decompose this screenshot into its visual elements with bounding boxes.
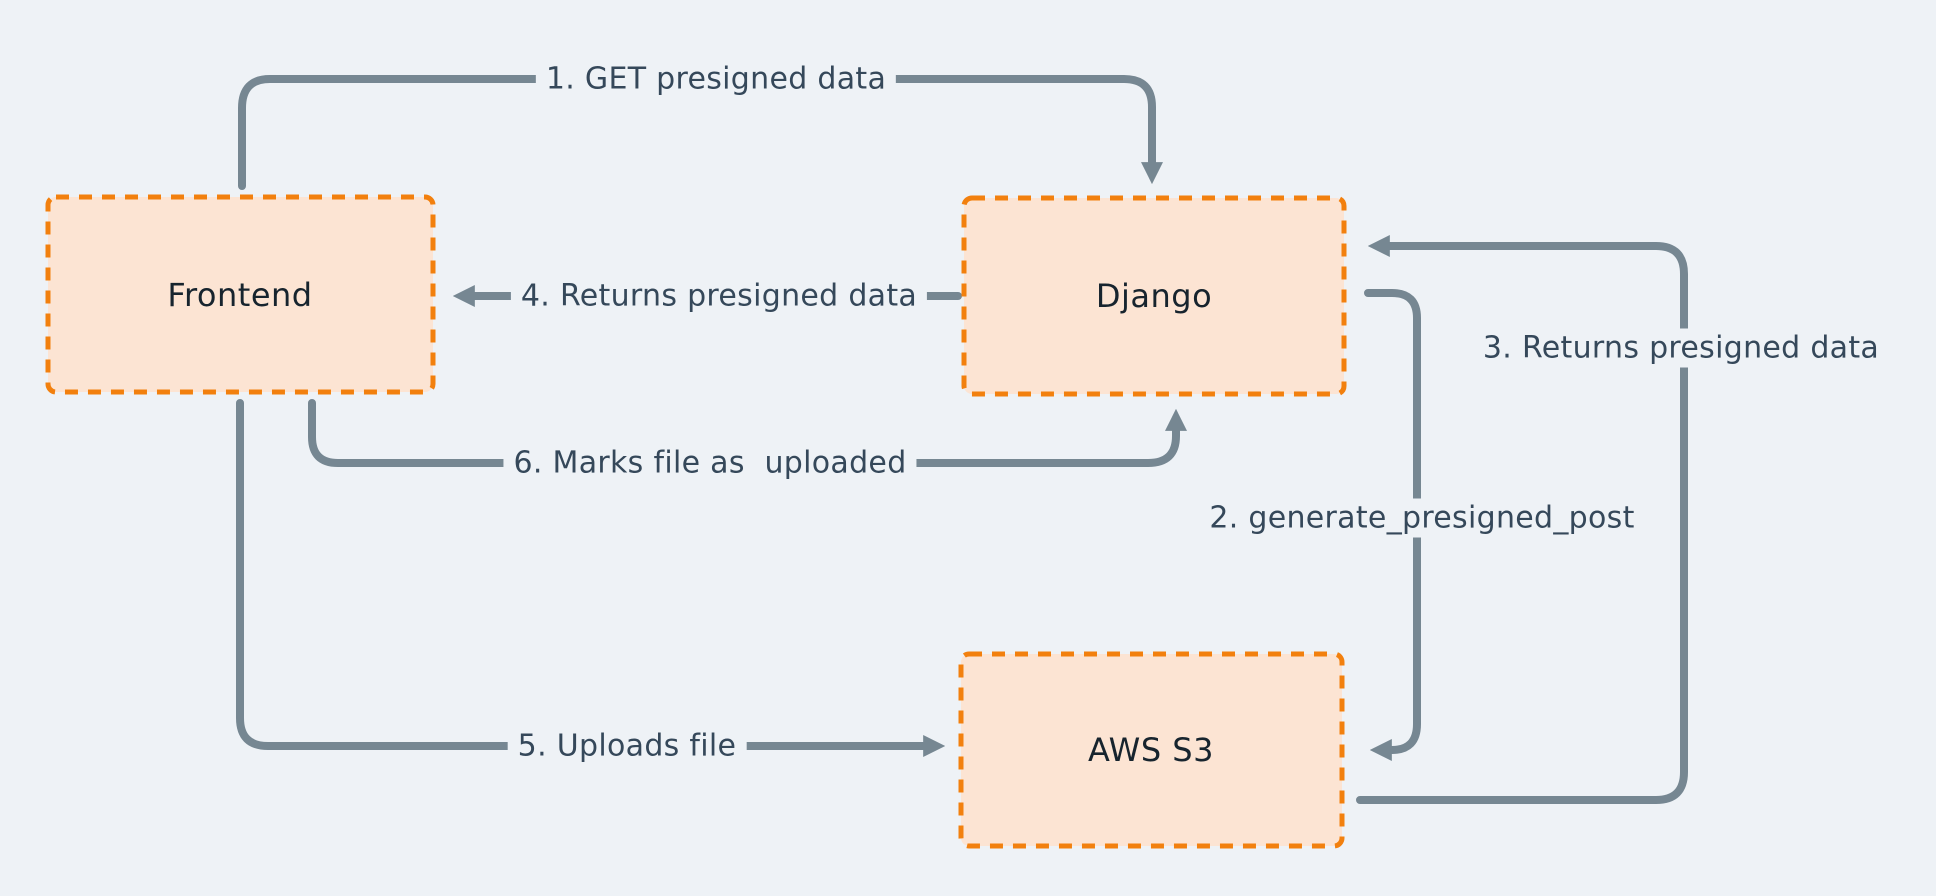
node-aws-s3-box [958,651,1345,849]
edge-5-uploads-file [236,399,946,757]
edge-5-label: 5. Uploads file [507,726,747,766]
edge-3-returns-presigned-data [1356,235,1688,804]
node-django-label: Django [1095,277,1213,315]
node-aws-s3-label: AWS S3 [1088,731,1214,769]
edge-1-label: 1. GET presigned data [535,59,897,99]
node-django-box [961,195,1347,397]
node-frontend-box [45,194,436,395]
edge-3-label: 3. Returns presigned data [1472,328,1890,368]
edge-2-label: 2. generate_presigned_post [1199,498,1645,538]
edge-4-label: 4. Returns presigned data [510,276,928,316]
node-frontend-label: Frontend [167,276,313,314]
edge-6-label: 6. Marks file as uploaded [503,443,917,483]
